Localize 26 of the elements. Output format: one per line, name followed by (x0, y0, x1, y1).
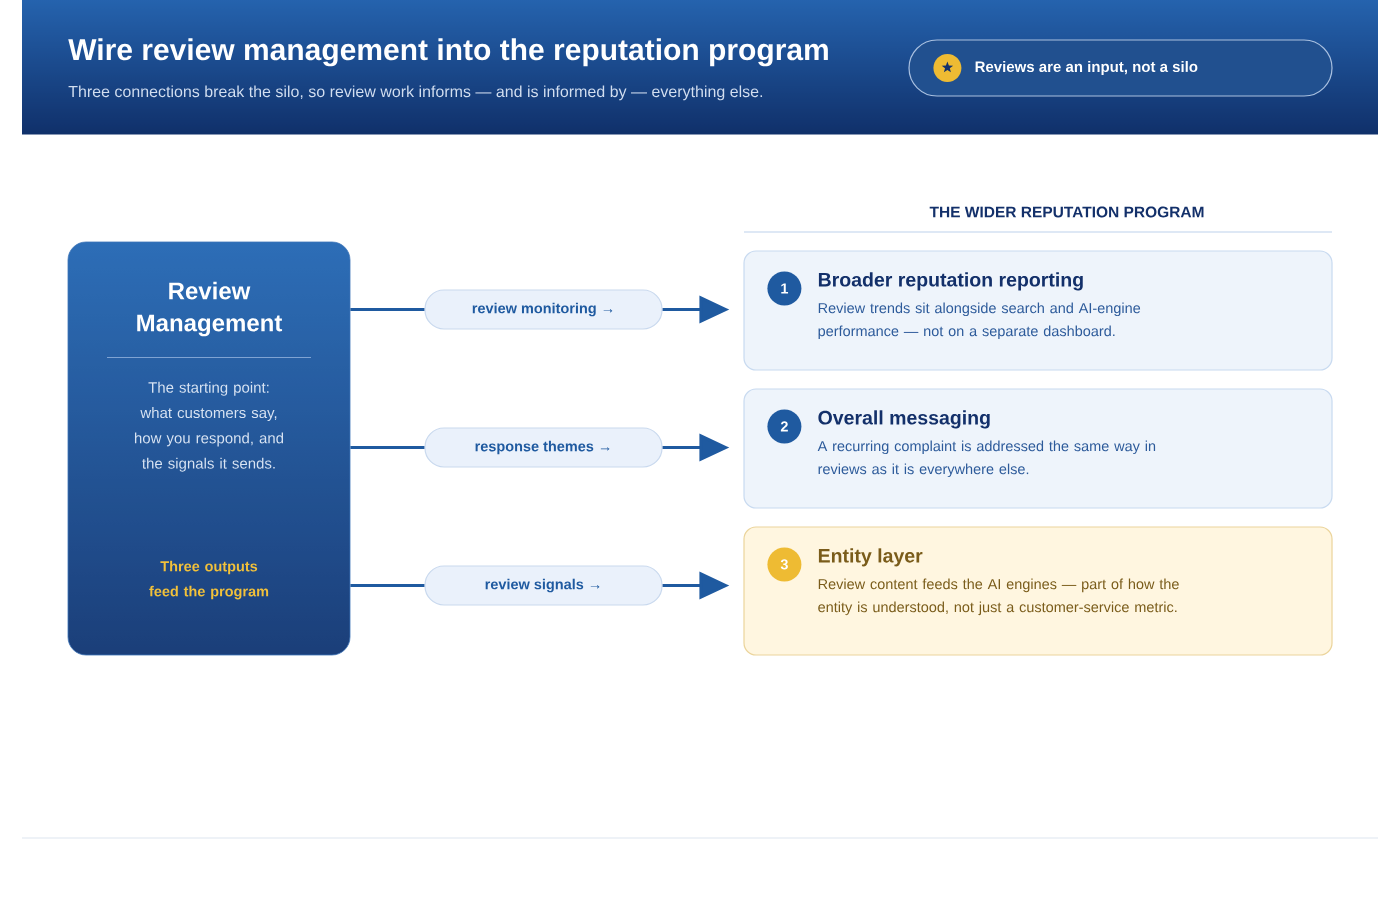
card-text: A recurring complaint is addressed the same way in reviews as it is everywhere else. (817, 440, 1156, 478)
connector-line (350, 584, 425, 587)
connector-line (350, 308, 425, 311)
card (743, 388, 1333, 509)
connector-line (350, 446, 425, 449)
card-text: Review trends sit alongside search and AI-engine performance — not on a separate dashboard. (818, 302, 1141, 340)
pill-label: review signals → (424, 565, 663, 606)
subtitle: Three connections break the silo, so review work informs — and is informed by — everything else. (68, 85, 763, 101)
title: Wire review management into the reputation program (68, 38, 828, 67)
number-badge: 2 (767, 409, 802, 444)
card-title: Broader reputation reporting (818, 272, 1083, 291)
badge: Reviews are an input, not a silo (908, 39, 1333, 97)
section-heading: THE WIDER REPUTATION PROGRAM (929, 206, 1204, 218)
card-text: Review content feeds the AI engines — part of how the entity is understood, not just a customer-service metric. (818, 578, 1179, 616)
pill-label: review monitoring → (424, 289, 663, 330)
box-note: Three outputs feed the program (149, 560, 269, 600)
pill-label: response themes → (424, 427, 663, 468)
process-box (67, 241, 351, 656)
box-heading: Review Management (137, 281, 283, 337)
number-badge: 3 (767, 547, 802, 582)
box-text: The starting point: what customers say, how you respond, and the signals it sends. (135, 381, 284, 472)
card (743, 250, 1333, 371)
card-title: Overall messaging (818, 410, 990, 429)
card (743, 526, 1333, 656)
card-title: Entity layer (818, 548, 923, 567)
number-badge: 1 (767, 271, 802, 306)
